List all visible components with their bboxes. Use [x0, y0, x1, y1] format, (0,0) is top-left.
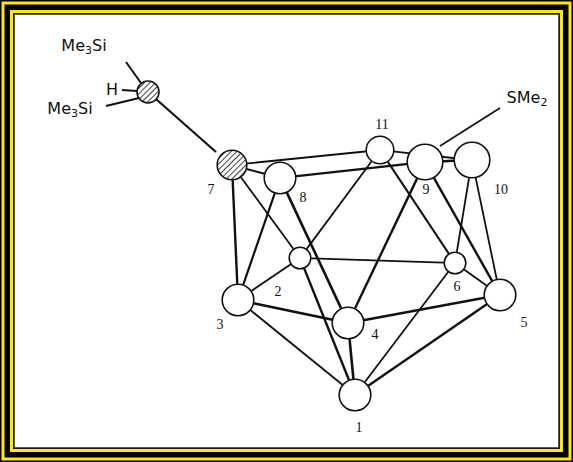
atom-outline — [453, 141, 491, 179]
atom-circle — [289, 247, 311, 269]
cage-bond — [247, 169, 263, 173]
atom-outline — [331, 306, 365, 340]
vertex-number: 11 — [374, 118, 389, 132]
c-si-bond — [126, 62, 141, 83]
cage-bond — [255, 303, 332, 319]
vertex-number: 5 — [520, 316, 529, 330]
atom-circle — [484, 279, 516, 311]
cage-atom: 3 — [221, 283, 255, 317]
cage-bond — [307, 162, 371, 248]
cage-bond — [457, 179, 469, 251]
cage-bond — [365, 273, 447, 382]
cage-bond — [251, 311, 342, 385]
cage-bond — [365, 298, 484, 320]
atom-outline — [288, 246, 312, 270]
cage-atom: 2 — [288, 246, 312, 270]
cage-bond — [248, 152, 365, 164]
atom-circle — [366, 136, 394, 164]
atom-circle — [222, 284, 254, 316]
vertex-number: 8 — [299, 191, 308, 205]
atom-outline — [406, 143, 444, 181]
vertex-number: 6 — [453, 280, 462, 294]
atom-circle — [339, 379, 371, 411]
substituent-label: H — [105, 81, 119, 99]
cage-bond — [287, 193, 341, 307]
cage-bond — [350, 340, 354, 378]
atom-outline — [443, 251, 467, 275]
vertex-number: 4 — [371, 328, 380, 342]
c-c-bond — [148, 92, 216, 152]
cage-atom: 11 — [365, 135, 395, 165]
atom-outline — [365, 135, 395, 165]
atom-outline — [338, 378, 372, 412]
vertex-number: 10 — [493, 183, 509, 197]
atom-circle — [454, 142, 490, 178]
cage-bond — [355, 179, 416, 308]
substituent-carbon — [137, 81, 159, 103]
vertex-number: 3 — [216, 318, 225, 332]
atom-circle — [444, 252, 466, 274]
atom-outline — [263, 161, 297, 195]
c-h-bond — [122, 90, 137, 91]
vertex-number: 2 — [274, 285, 283, 299]
cage-atom: 1 — [338, 378, 372, 412]
vertex-number: 7 — [207, 183, 216, 197]
inner-yellow-frame — [12, 12, 562, 451]
atom-outline — [483, 278, 517, 312]
substituent-label: SMe2 — [506, 89, 549, 107]
cage-atom: 9 — [406, 143, 444, 181]
atom-circle — [264, 162, 296, 194]
vertex-number: 1 — [355, 421, 364, 435]
cage-atom: 10 — [453, 141, 491, 179]
leader-line — [440, 108, 500, 146]
cage-atom: 6 — [443, 251, 467, 275]
cage-bond — [434, 179, 491, 281]
cage-bond — [244, 194, 275, 284]
atom-outline — [221, 283, 255, 317]
cage-atom: 5 — [483, 278, 517, 312]
cage-atom: 8 — [263, 161, 297, 195]
cage-bond — [252, 265, 290, 291]
cage-atom: 7 — [216, 149, 248, 181]
vertex-number: 9 — [422, 183, 431, 197]
atom-circle — [332, 307, 364, 339]
white-panel — [14, 14, 559, 448]
atom-circle — [217, 150, 247, 180]
cage-bond — [444, 160, 453, 163]
cage-atom: 4 — [331, 306, 365, 340]
outer-yellow-frame — [3, 3, 570, 459]
cage-bond — [233, 181, 238, 283]
cage-bond — [465, 270, 486, 285]
atom-circle — [407, 144, 443, 180]
substituent-label: Me3Si — [46, 100, 93, 118]
substituent-label: Me3Si — [60, 37, 107, 55]
atom-outline — [216, 149, 248, 181]
